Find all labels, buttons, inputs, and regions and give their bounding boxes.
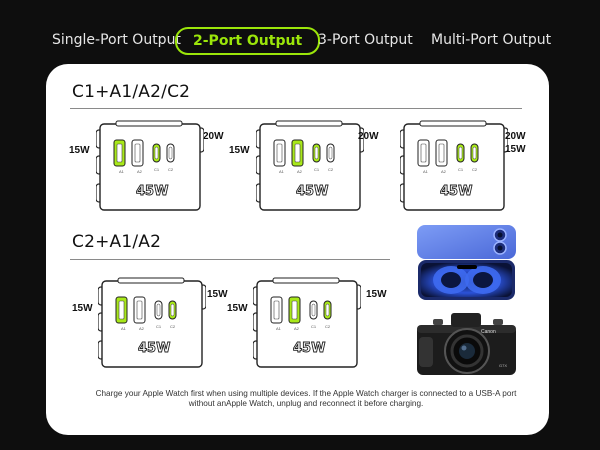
- port-watt-label: 15W: [505, 144, 526, 155]
- svg-text:A1: A1: [276, 326, 282, 331]
- svg-text:45W: 45W: [296, 184, 328, 199]
- svg-text:45W: 45W: [440, 184, 472, 199]
- camera-model-text: G7X: [499, 363, 507, 368]
- svg-text:C2: C2: [325, 324, 331, 329]
- svg-text:45W: 45W: [136, 184, 168, 199]
- camera-photo: Canon G7X: [413, 307, 520, 380]
- section-title-c2-combo: C2+A1/A2: [72, 232, 162, 252]
- svg-text:C1: C1: [314, 167, 320, 172]
- svg-text:A2: A2: [441, 169, 447, 174]
- section-divider: [70, 259, 390, 260]
- svg-text:C2: C2: [170, 324, 176, 329]
- svg-text:C1: C1: [311, 324, 317, 329]
- camera-brand-text: Canon: [481, 329, 496, 335]
- svg-text:C1: C1: [458, 167, 464, 172]
- tab-3-port-output[interactable]: 3-Port Output: [318, 32, 413, 48]
- svg-text:A2: A2: [137, 169, 143, 174]
- output-tabs: Single-Port Output 2-Port Output 3-Port …: [0, 27, 600, 55]
- charger-diagram: A1 A2 C1 C2 45W: [253, 277, 361, 369]
- charger-diagram: A1 A2 C1 C2 45W: [256, 120, 364, 212]
- svg-text:A2: A2: [139, 326, 145, 331]
- port-watt-label: 20W: [203, 131, 224, 142]
- svg-text:C1: C1: [156, 324, 162, 329]
- port-watt-label: 15W: [229, 145, 250, 156]
- svg-text:A1: A1: [119, 169, 125, 174]
- port-watt-label: 15W: [72, 303, 93, 314]
- port-watt-label: 20W: [358, 131, 379, 142]
- section-title-c1-combo: C1+A1/A2/C2: [72, 82, 191, 102]
- charger-diagram: A1 A2 C1 C2 45W: [96, 120, 204, 212]
- svg-text:C2: C2: [328, 167, 334, 172]
- svg-text:A1: A1: [279, 169, 285, 174]
- port-watt-label: 15W: [227, 303, 248, 314]
- svg-text:45W: 45W: [293, 341, 325, 356]
- port-watt-label: 15W: [69, 145, 90, 156]
- tab-single-port-output[interactable]: Single-Port Output: [52, 32, 181, 48]
- port-watt-label: 15W: [366, 289, 387, 300]
- svg-text:C2: C2: [168, 167, 174, 172]
- svg-text:45W: 45W: [138, 341, 170, 356]
- charger-diagram: A1 A2 C1 C2 45W: [400, 120, 508, 212]
- svg-text:A2: A2: [294, 326, 300, 331]
- footer-note: Charge your Apple Watch first when using…: [95, 389, 517, 408]
- content-card: C1+A1/A2/C2 C2+A1/A2 A1 A2 C1 C2 45W 15W…: [46, 64, 549, 435]
- svg-text:C1: C1: [154, 167, 160, 172]
- tab-2-port-output[interactable]: 2-Port Output: [175, 27, 321, 55]
- svg-text:A1: A1: [121, 326, 127, 331]
- svg-text:A1: A1: [423, 169, 429, 174]
- tab-multi-port-output[interactable]: Multi-Port Output: [431, 32, 552, 48]
- port-watt-label: 20W: [505, 131, 526, 142]
- port-watt-label: 15W: [207, 289, 228, 300]
- section-divider: [70, 108, 522, 109]
- svg-text:A2: A2: [297, 169, 303, 174]
- svg-text:C2: C2: [472, 167, 478, 172]
- charger-diagram: A1 A2 C1 C2 45W: [98, 277, 206, 369]
- phone-photo: [415, 224, 518, 302]
